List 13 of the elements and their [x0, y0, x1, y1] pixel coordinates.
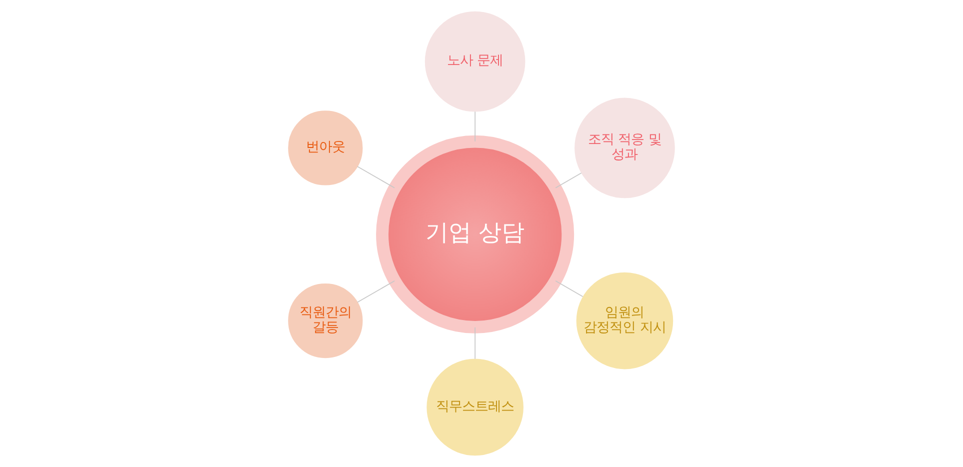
node-circle: 조직 적응 및 성과 — [574, 98, 675, 198]
node-circle: 직원간의 갈등 — [288, 284, 363, 358]
connector — [555, 172, 582, 188]
connector — [555, 280, 584, 298]
node-circle: 번아웃 — [288, 110, 363, 186]
node-circle: 직무스트레스 — [426, 358, 524, 456]
connector — [357, 280, 395, 303]
connector — [474, 111, 476, 142]
connector — [357, 166, 395, 188]
node-circle: 기업 상담 — [376, 135, 574, 334]
node-circle: 노사 문제 — [424, 11, 526, 112]
node-circle: 임원의 감정적인 지시 — [576, 272, 674, 370]
connector — [474, 326, 476, 360]
